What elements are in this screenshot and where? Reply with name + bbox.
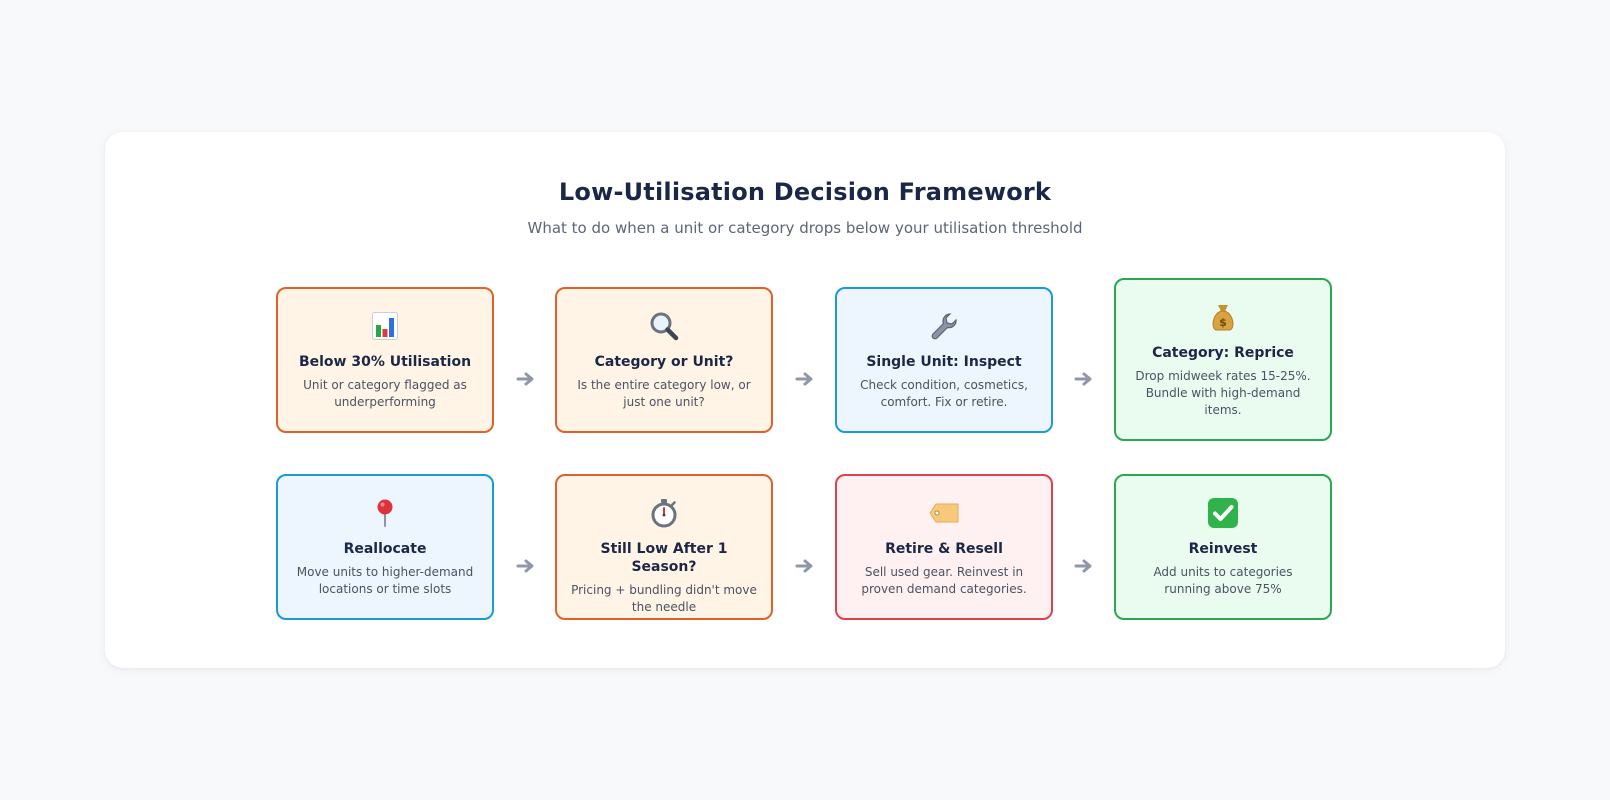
stopwatch-icon xyxy=(571,498,757,528)
step-card-reinvest: Reinvest Add units to categories running… xyxy=(1114,474,1332,620)
step-description: Is the entire category low, or just one … xyxy=(577,378,751,409)
step-title: Reallocate xyxy=(343,541,427,557)
wrench-icon xyxy=(851,311,1037,341)
step-description: Drop midweek rates 15-25%. Bundle with h… xyxy=(1135,369,1311,417)
step-card-retire: Retire & Resell Sell used gear. Reinvest… xyxy=(835,474,1053,620)
step-title: Single Unit: Inspect xyxy=(866,354,1022,370)
arrow-right-icon xyxy=(1074,559,1092,573)
arrow-right-icon xyxy=(795,559,813,573)
step-description: Move units to higher-demand locations or… xyxy=(296,565,474,596)
step-description: Check condition, cosmetics, comfort. Fix… xyxy=(860,378,1028,409)
pin-icon xyxy=(292,498,478,528)
arrow-right-icon xyxy=(516,372,534,386)
step-description: Add units to categories running above 75… xyxy=(1153,565,1293,596)
arrow-right-icon xyxy=(795,372,813,386)
step-card-reallocate: Reallocate Move units to higher-demand l… xyxy=(276,474,494,620)
page-subtitle: What to do when a unit or category drops… xyxy=(527,219,1083,237)
bar-chart-icon xyxy=(292,311,478,341)
price-tag-icon xyxy=(851,498,1037,528)
step-card-inspect: Single Unit: Inspect Check condition, co… xyxy=(835,287,1053,433)
arrow-right-icon xyxy=(1074,372,1092,386)
money-bag-icon: $ xyxy=(1130,302,1316,332)
step-card-reprice: $ Category: Reprice Drop midweek rates 1… xyxy=(1114,278,1332,441)
page-title: Low-Utilisation Decision Framework xyxy=(558,178,1052,206)
step-title: Still Low After 1 Season? xyxy=(600,541,728,575)
check-mark-icon xyxy=(1130,498,1316,528)
step-card-still-low: Still Low After 1 Season? Pricing + bund… xyxy=(555,474,773,620)
step-description: Unit or category flagged as underperform… xyxy=(303,378,467,409)
step-description: Pricing + bundling didn't move the needl… xyxy=(571,583,757,614)
step-title: Reinvest xyxy=(1188,541,1258,557)
step-card-category-or-unit: Category or Unit? Is the entire category… xyxy=(555,287,773,433)
step-title: Below 30% Utilisation xyxy=(298,354,472,370)
step-card-below-threshold: Below 30% Utilisation Unit or category f… xyxy=(276,287,494,433)
step-title: Retire & Resell xyxy=(885,541,1003,557)
step-title: Category or Unit? xyxy=(594,354,734,370)
magnifier-icon xyxy=(571,311,757,341)
step-description: Sell used gear. Reinvest in proven deman… xyxy=(861,565,1027,596)
svg-text:$: $ xyxy=(1219,316,1227,329)
arrow-right-icon xyxy=(516,559,534,573)
step-title: Category: Reprice xyxy=(1152,345,1294,361)
